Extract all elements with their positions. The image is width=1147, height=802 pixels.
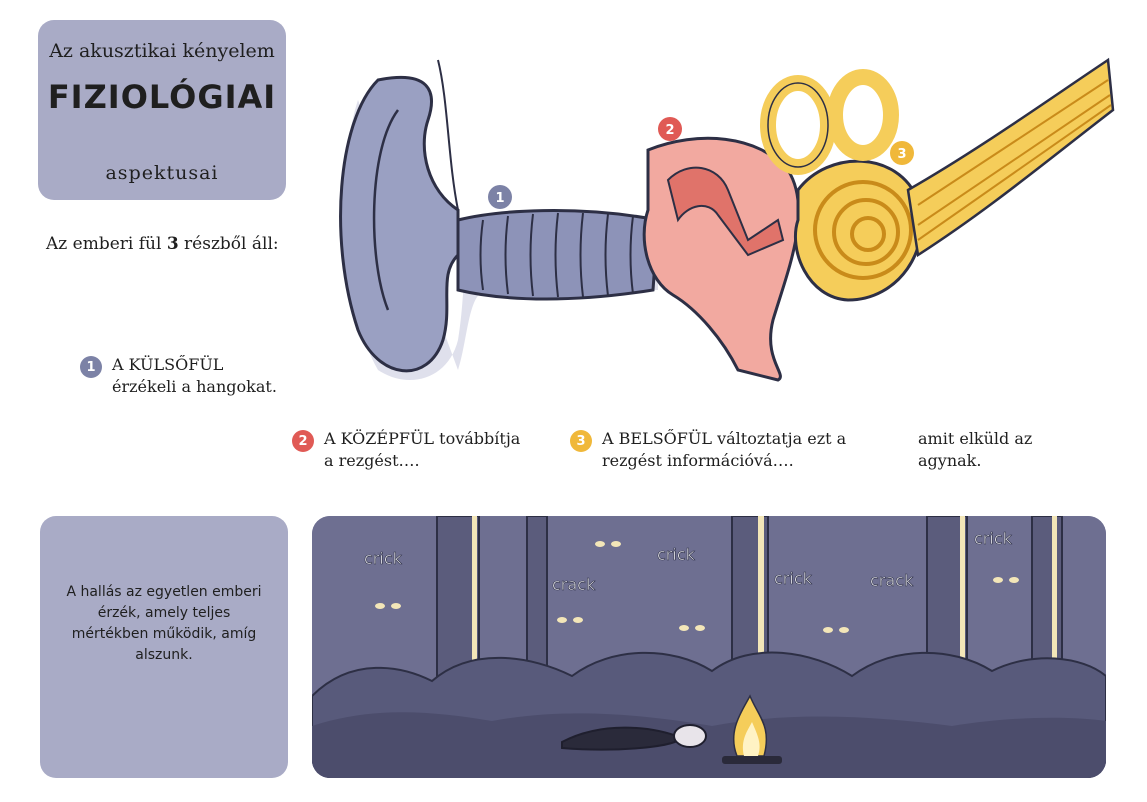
title-subtitle: Az akusztikai kényelem [49, 40, 275, 62]
part-1-desc: érzékeli a hangokat. [112, 377, 277, 396]
intro-text: Az emberi fül 3 részből áll: [46, 234, 279, 254]
title-heading: FIZIOLÓGIAI [47, 78, 277, 116]
forest-illustration: crick crack crick crick crack crick [312, 516, 1106, 778]
part-2-badge: 2 [292, 430, 314, 452]
sound-text-2: crack [552, 575, 596, 594]
ear-canal-shape [456, 209, 660, 301]
part-2-name: A KÖZÉPFÜL [324, 429, 435, 448]
info-panel-text: A hallás az egyetlen emberi érzék, amely… [66, 584, 262, 663]
intro-number: 3 [166, 234, 179, 254]
part-3-badge: 3 [570, 430, 592, 452]
part-3-label: A BELSŐFÜL változtatja ezt a rezgést inf… [602, 428, 852, 472]
part-3-desc: változtatja ezt a rezgést információvá…. [602, 429, 847, 470]
part-2-desc: továbbítja a rezgést…. [324, 429, 521, 470]
ear-badge-1: 1 [495, 191, 504, 206]
sound-text-4: crick [774, 569, 813, 588]
title-panel: Az akusztikai kényelem FIZIOLÓGIAI aspek… [38, 20, 286, 200]
part-3-name: A BELSŐFÜL [602, 429, 712, 448]
title-caption: aspektusai [105, 162, 219, 184]
middle-ear-shape [642, 136, 801, 382]
outer-ear-shape [339, 75, 460, 373]
sound-text-5: crack [870, 571, 914, 590]
ear-badge-3: 3 [897, 147, 906, 162]
part-2-label: A KÖZÉPFÜL továbbítja a rezgést…. [324, 428, 524, 472]
campfire [722, 694, 782, 764]
part-1-label: A KÜLSŐFÜL érzékeli a hangokat. [112, 354, 282, 398]
info-panel: A hallás az egyetlen emberi érzék, amely… [40, 516, 288, 778]
auditory-nerve-shape [906, 57, 1115, 258]
intro-after: részből áll: [178, 234, 279, 254]
ear-illustration: 1 2 3 [339, 57, 1115, 382]
intro-before: Az emberi fül [46, 234, 167, 254]
part-1-name: A KÜLSŐFÜL [112, 355, 224, 374]
sound-text-6: crick [974, 529, 1013, 548]
sound-text-1: crick [364, 549, 403, 568]
sleeping-person [561, 724, 707, 751]
part-1-badge: 1 [80, 356, 102, 378]
sound-text-3: crick [657, 545, 696, 564]
after-text: amit elküld az agynak. [918, 429, 1033, 470]
forest-scene: crick crack crick crick crack crick [312, 516, 1106, 778]
ear-badge-2: 2 [665, 123, 674, 138]
